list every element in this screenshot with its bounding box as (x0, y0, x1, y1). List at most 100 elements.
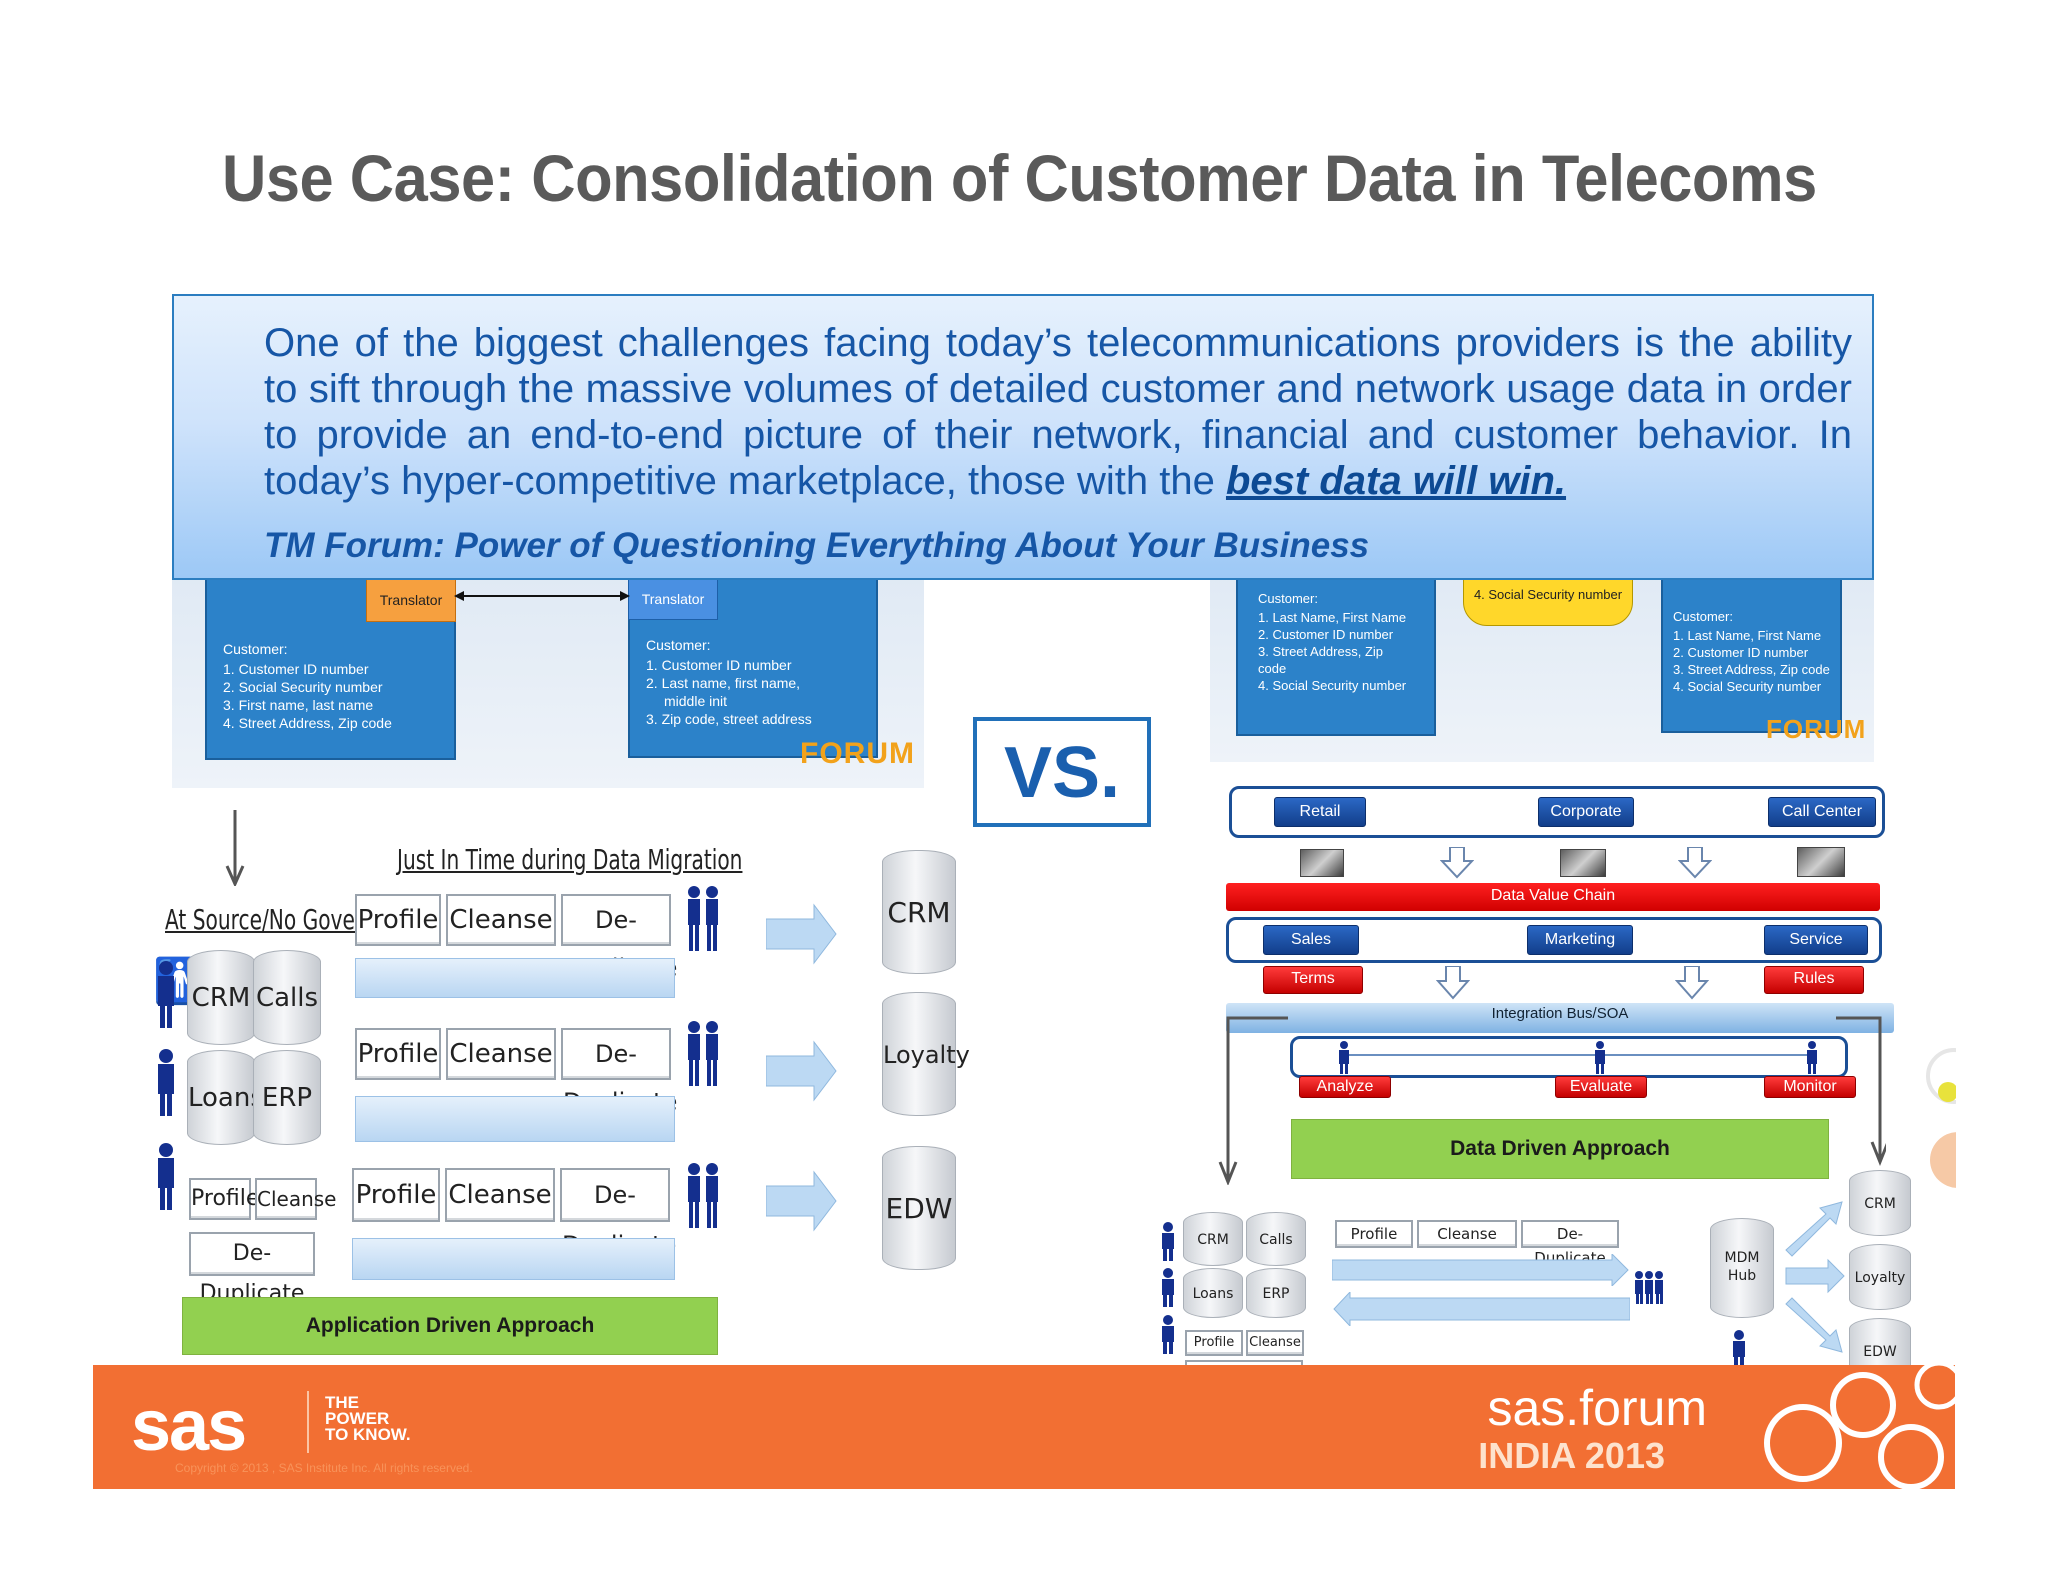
person-icon (1339, 1041, 1349, 1074)
group-icon (1635, 1271, 1663, 1304)
group-icon (688, 1163, 718, 1228)
right-customer-box-1: Customer: 1. Last Name, First Name 2. Cu… (1236, 560, 1436, 736)
function-service: Service (1764, 925, 1868, 955)
flow-arrow-icon (766, 1040, 837, 1102)
footer-bar: sas THE POWER TO KNOW. Copyright © 2013 … (93, 1365, 1955, 1489)
data-driven-approach: Data Driven Approach (1291, 1119, 1829, 1179)
call-center-photo (1797, 847, 1845, 877)
row1-cleanse-label: Cleanse (446, 894, 556, 946)
box-title: Customer: (223, 641, 288, 657)
mdm-flow-right-arrow (1332, 1254, 1629, 1286)
row3-profile-label: Profile (352, 1168, 440, 1222)
row2-dedup-label: De-Duplicate (561, 1028, 677, 1116)
mdm-target-loyalty: Loyalty (1849, 1244, 1911, 1310)
quote-body: One of the biggest challenges facing tod… (264, 321, 1852, 503)
group-icon (688, 1021, 718, 1086)
group-icon (688, 886, 718, 951)
right-connector-arrow (1836, 1016, 1886, 1167)
row3-dedup-label: De-Duplicate (560, 1168, 676, 1259)
tagline-line: POWER (325, 1409, 390, 1428)
hub-to-targets-arrows (1785, 1201, 1845, 1353)
down-arrow-icon (1675, 966, 1709, 1000)
data-value-chain-bar: Data Value Chain (1226, 883, 1880, 911)
tagline-line: TO KNOW. (325, 1425, 411, 1444)
mdm-step-cleanse: Cleanse (1417, 1220, 1517, 1248)
row1-profile-label: Profile (355, 894, 441, 946)
action-evaluate: Evaluate (1555, 1076, 1647, 1098)
source-profile-label: Profile (189, 1178, 259, 1220)
mdm-flow-left-arrow (1333, 1292, 1630, 1326)
source-cleanse-label: Cleanse (255, 1178, 336, 1220)
person-icon (158, 1049, 174, 1116)
box-item: 3. Zip code, street address (646, 711, 812, 727)
action-monitor: Monitor (1764, 1076, 1856, 1098)
row1-flow-band (355, 958, 675, 998)
jit-heading: Just In Time during Data Migration (397, 843, 743, 876)
mdm-target-crm: CRM (1849, 1170, 1911, 1236)
mdm-hub-cylinder: MDM Hub (1710, 1218, 1774, 1318)
down-arrow-icon (1678, 847, 1712, 879)
mdm-source-crm: CRM (1183, 1212, 1243, 1266)
actions-connector (1345, 1054, 1815, 1056)
box-item: 3. Street Address, Zip code (1258, 644, 1384, 676)
box-item: 4. Street Address, Zip code (223, 715, 392, 731)
row1-dedup-label: De-Duplicate (561, 894, 677, 982)
down-arrow-icon (225, 810, 245, 886)
mdm-step-dedup: De-Duplicate (1521, 1220, 1619, 1267)
source-loans-cylinder: Loans (187, 1050, 264, 1145)
footer-divider (307, 1391, 309, 1453)
person-icon (1733, 1330, 1745, 1369)
mdm-source-erp: ERP (1246, 1268, 1306, 1318)
function-sales: Sales (1263, 925, 1359, 955)
decorative-circles (1926, 1048, 1956, 1188)
left-connector-arrow (1218, 1016, 1288, 1187)
row3-cleanse-label: Cleanse (445, 1168, 555, 1222)
quote-source: TM Forum: Power of Questioning Everythin… (264, 526, 1370, 565)
function-marketing: Marketing (1527, 925, 1633, 955)
sas-forum-logo: sas.forum (1487, 1380, 1707, 1436)
person-icon (158, 1143, 174, 1210)
action-analyze: Analyze (1299, 1076, 1391, 1098)
channel-retail: Retail (1274, 797, 1366, 827)
box-item: 2. Social Security number (223, 679, 383, 695)
person-icon (1162, 1315, 1174, 1354)
forum-logo-right: FORUM (1766, 714, 1867, 744)
vs-label: VS. (973, 717, 1151, 827)
person-icon (1807, 1041, 1817, 1074)
mdm-source-loans: Loans (1183, 1268, 1243, 1318)
source-erp-cylinder: ERP (253, 1050, 321, 1145)
person-icon (1162, 1222, 1174, 1261)
box-item: 1. Customer ID number (223, 661, 369, 677)
mdm-source-calls: Calls (1246, 1212, 1306, 1266)
sas-tagline: THE POWER TO KNOW. (325, 1393, 411, 1444)
box-title: Customer: (1258, 591, 1318, 606)
decorative-rings (1764, 1365, 1955, 1489)
quote-box: One of the biggest challenges facing tod… (172, 294, 1874, 580)
quote-text: One of the biggest challenges facing tod… (264, 320, 1852, 504)
person-icon (158, 961, 174, 1028)
tagline-line: THE (325, 1393, 359, 1412)
box-item: 2. Customer ID number (1673, 645, 1809, 660)
row2-profile-label: Profile (355, 1028, 441, 1080)
translator-box-1: Translator (366, 578, 456, 622)
row3-flow-band (352, 1238, 675, 1280)
quote-emphasis: best data will win. (1225, 459, 1567, 503)
translator-box-2: Translator (628, 578, 718, 620)
source-dedup-label: De-Duplicate (189, 1232, 315, 1306)
flow-arrow-icon (766, 1170, 837, 1232)
translator-link-arrow (454, 591, 630, 601)
page-title: Use Case: Consolidation of Customer Data… (222, 141, 1817, 215)
box-item: middle init (664, 693, 728, 709)
sas-logo: sas (131, 1386, 247, 1466)
mdm-source-cleanse: Cleanse (1246, 1330, 1304, 1356)
box-item: 3. First name, last name (223, 697, 374, 713)
copyright-text: Copyright © 2013 , SAS Institute Inc. Al… (175, 1461, 473, 1475)
box-item: 4. Social Security number (1673, 679, 1822, 694)
person-icon (1595, 1041, 1605, 1074)
left-customer-box-2: Customer: 1. Customer ID number 2. Last … (628, 560, 878, 758)
down-arrow-icon (1436, 966, 1470, 1000)
box-title: Customer: (1673, 609, 1733, 624)
forum-logo-left: FORUM (800, 737, 915, 770)
target-crm-cylinder: CRM (882, 850, 956, 974)
box-item: 1. Last Name, First Name (1258, 610, 1407, 625)
